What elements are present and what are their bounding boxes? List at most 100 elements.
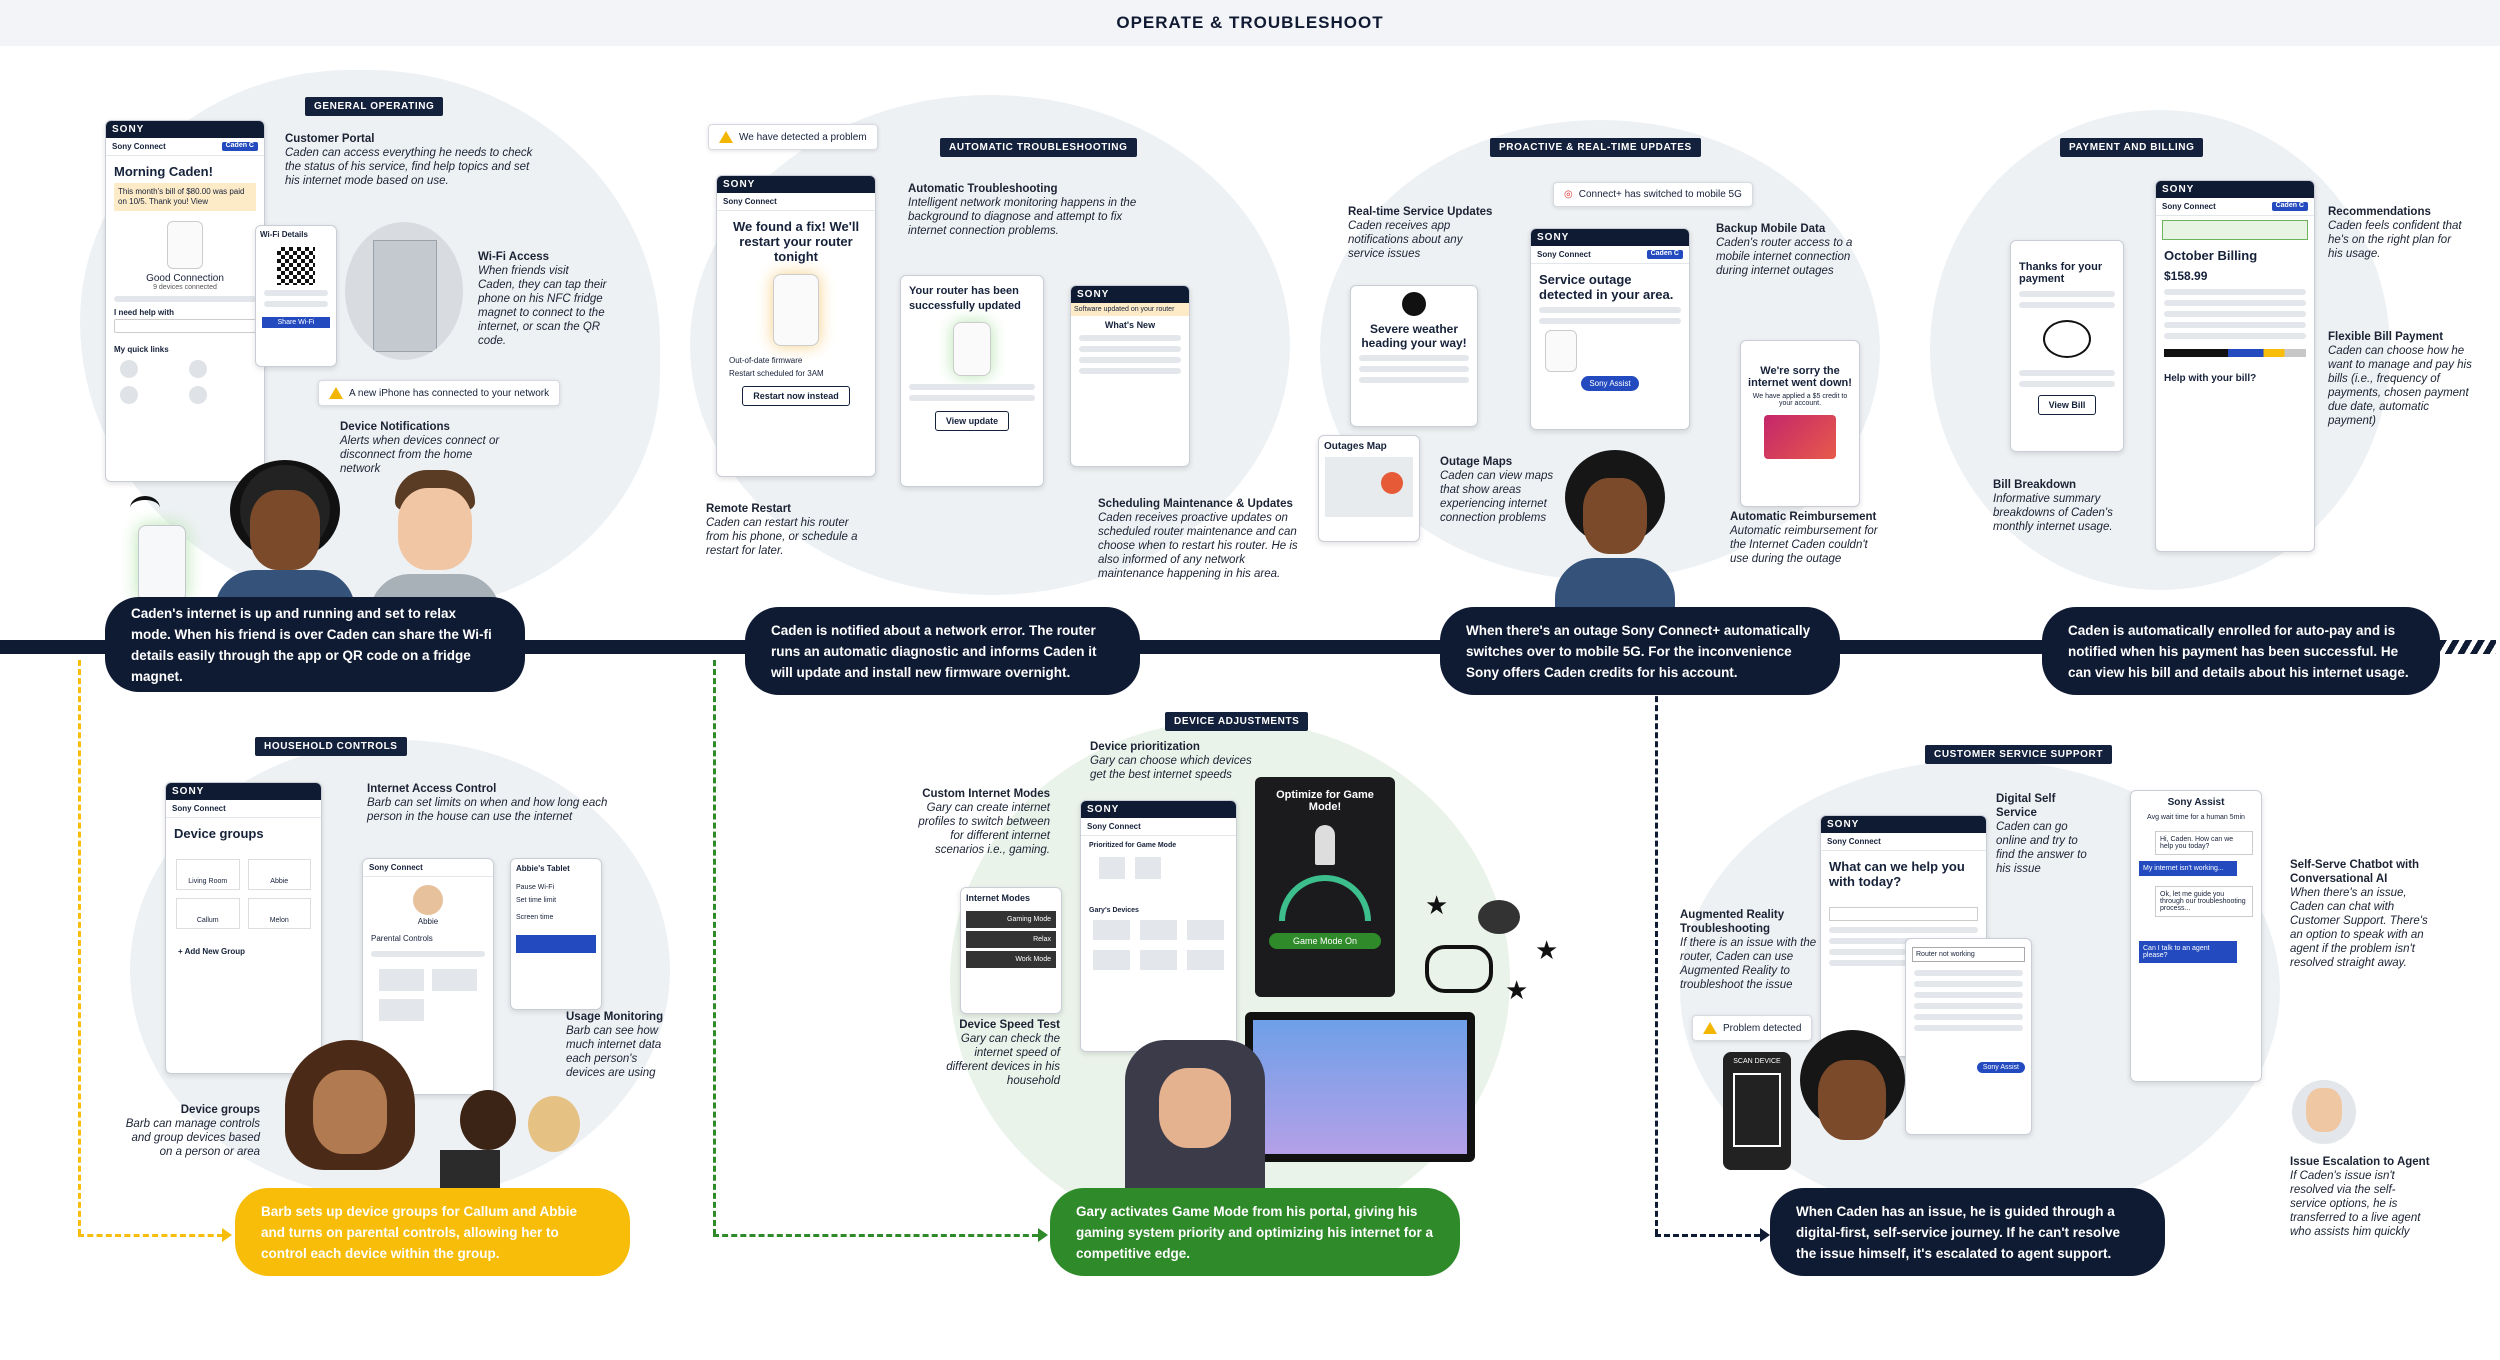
account-chip[interactable]: Caden C [1646,250,1683,259]
quick-link-restart[interactable] [189,386,207,404]
note-title: Remote Restart [706,503,791,515]
modes-title: Internet Modes [966,893,1031,903]
view-update-button[interactable]: View update [934,411,1010,431]
note-text: Automatic reimbursement for the Internet… [1730,525,1878,565]
device-tile[interactable] [1187,950,1224,970]
bill-notice[interactable]: This month's bill of $80.00 was paid on … [114,183,256,211]
account-chip[interactable]: Caden C [221,142,258,151]
restart-now-button[interactable]: Restart now instead [742,386,850,406]
help-search-input[interactable] [114,319,256,333]
app-header: Sony Connect [717,193,875,211]
note-text: Gary can choose which devices get the be… [1090,755,1252,781]
caden-face [1583,478,1647,554]
app-name: Sony Connect [2162,202,2216,211]
fix-title: We found a fix! We'll restart your route… [732,219,860,264]
share-wifi-button[interactable]: Share Wi-Fi [262,317,330,328]
scan-device-label[interactable]: SCAN DEVICE [1733,1058,1781,1065]
device-tile[interactable] [1093,950,1130,970]
caden-avatar [210,460,360,630]
scan-frame [1733,1073,1781,1147]
tag-household: HOUSEHOLD CONTROLS [255,737,407,756]
note-title: Device groups [180,1104,260,1116]
view-bill-button[interactable]: View Bill [2037,395,2097,415]
tablet-title: Abbie's Tablet [516,864,570,873]
quick-link-speed-test[interactable] [120,386,138,404]
notification-new-iphone[interactable]: A new iPhone has connected to your netwo… [318,380,561,406]
help-search-input[interactable] [1829,907,1978,921]
weather-card: Severe weather heading your way! [1350,285,1478,427]
pill-automatic: Caden is notified about a network error.… [745,607,1140,695]
game-mode-toggle[interactable]: Game Mode On [1269,933,1381,949]
device-tv[interactable] [379,999,424,1021]
connector-navy-v [1655,660,1658,1235]
quick-link-devices[interactable] [120,360,138,378]
wifi-password-line [264,301,328,307]
pause-wifi-toggle[interactable]: Pause Wi-Fi [516,884,555,891]
star-icon: ★ [1425,890,1449,920]
text-line [1914,1025,2023,1031]
parental-controls-toggle[interactable]: Parental Controls [371,934,433,943]
outages-map-title: Outages Map [1324,441,1387,452]
group-melon[interactable]: Melon [247,898,311,929]
note-title: Internet Access Control [367,783,497,795]
caden-avatar-2 [1555,450,1675,610]
brand-logo: SONY [717,176,875,193]
caden-avatar-3 [1790,1030,1915,1190]
tag-general-operating: GENERAL OPERATING [305,97,444,116]
work-mode-row[interactable]: Work Mode [966,951,1056,968]
device-tile[interactable] [1140,950,1177,970]
pill-general: Caden's internet is up and running and s… [105,597,525,692]
group-living-room[interactable]: Living Room [176,859,240,890]
text-line [1079,346,1181,352]
laptop-icon[interactable] [1135,857,1161,879]
greeting: Morning Caden! [114,164,213,179]
sony-assist-button[interactable]: Sony Assist [1976,1062,2025,1073]
updated-phone: Your router has been successfully update… [900,275,1044,487]
text-line [1914,970,2023,976]
account-chip[interactable]: Caden C [2271,202,2308,211]
router-not-working-field[interactable]: Router not working [1912,947,2025,962]
note-title: Augmented Reality Troubleshooting [1680,909,1785,935]
group-abbie[interactable]: Abbie [247,859,311,890]
wifi-details-card: Wi-Fi Details Share Wi-Fi [255,225,337,367]
relax-mode-row[interactable]: Relax [966,931,1056,948]
device-tile[interactable] [1140,920,1177,940]
help-bill[interactable]: Help with your bill? [2164,373,2257,384]
note-text: Caden can access everything he needs to … [285,147,533,187]
connection-status: Good Connection [146,273,224,284]
brand-logo: SONY [1081,801,1236,818]
device-tablet[interactable] [432,969,477,991]
gaming-mode-row[interactable]: Gaming Mode [966,911,1056,928]
notification-problem-detected[interactable]: Problem detected [1692,1015,1813,1041]
caden-body [1555,558,1675,610]
prioritized-label: Prioritized for Game Mode [1089,842,1177,849]
note-text: If there is an issue with the router, Ca… [1680,937,1817,991]
group-callum[interactable]: Callum [176,898,240,929]
warning-icon [719,131,733,143]
speed-gauge [1279,875,1371,921]
device-groups-phone: SONY Sony Connect Device groups Living R… [165,782,322,1074]
text-line [2164,300,2306,306]
add-group-button[interactable]: + Add New Group [178,947,246,956]
brand-logo: SONY [1531,229,1689,246]
brand-logo: SONY [1821,816,1986,833]
quick-link-share-wifi[interactable] [189,360,207,378]
time-limit-field[interactable]: Set time limit [516,897,557,904]
device-speaker[interactable] [379,969,424,991]
device-tile[interactable] [1093,920,1130,940]
controller-icon[interactable] [1099,857,1125,879]
notification-problem[interactable]: We have detected a problem [708,124,878,150]
sony-assist-button[interactable]: Sony Assist [1581,376,1639,391]
notification-switched[interactable]: ◎Connect+ has switched to mobile 5G [1553,182,1753,207]
device-tile[interactable] [1187,920,1224,940]
thanks-card: Thanks for your payment View Bill [2010,240,2124,452]
friend-avatar [370,470,500,624]
restart-status: Restart scheduled for 3AM [729,369,824,378]
router-device [138,525,186,602]
text-line [1914,992,2023,998]
firmware-status: Out-of-date firmware [729,356,803,365]
fridge-icon [373,240,437,352]
text-line [2164,322,2306,328]
